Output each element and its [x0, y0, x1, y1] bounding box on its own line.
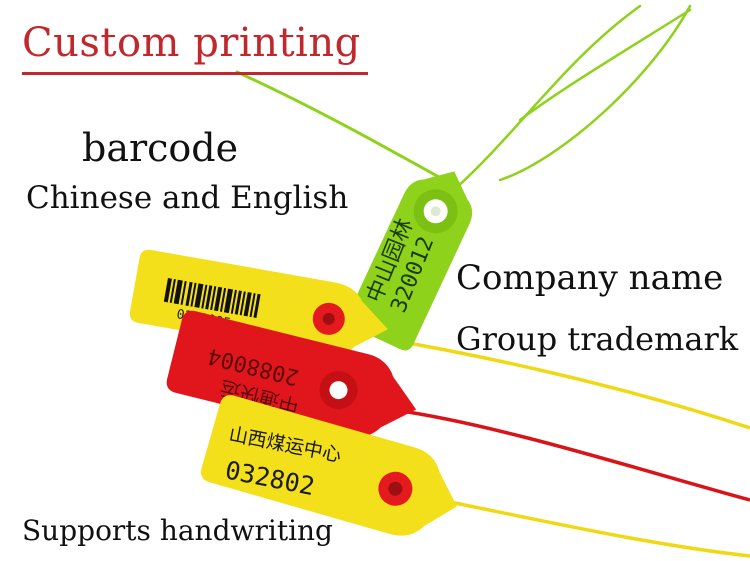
title-custom-printing: Custom printing — [22, 20, 361, 66]
red-strap — [394, 408, 750, 502]
caption-handwriting: Supports handwriting — [22, 514, 333, 547]
green-strap — [235, 4, 692, 190]
caption-barcode: barcode — [82, 126, 239, 170]
yellow-tag-bottom — [200, 395, 457, 536]
green-tag — [346, 171, 473, 351]
caption-company-name: Company name — [456, 258, 724, 298]
caption-languages: Chinese and English — [26, 180, 349, 216]
yellow-strap-top — [379, 336, 750, 430]
title-underline — [22, 72, 368, 75]
yellow-strap-bottom — [439, 498, 750, 558]
barcode — [163, 278, 261, 318]
caption-group-trademark: Group trademark — [456, 320, 739, 358]
